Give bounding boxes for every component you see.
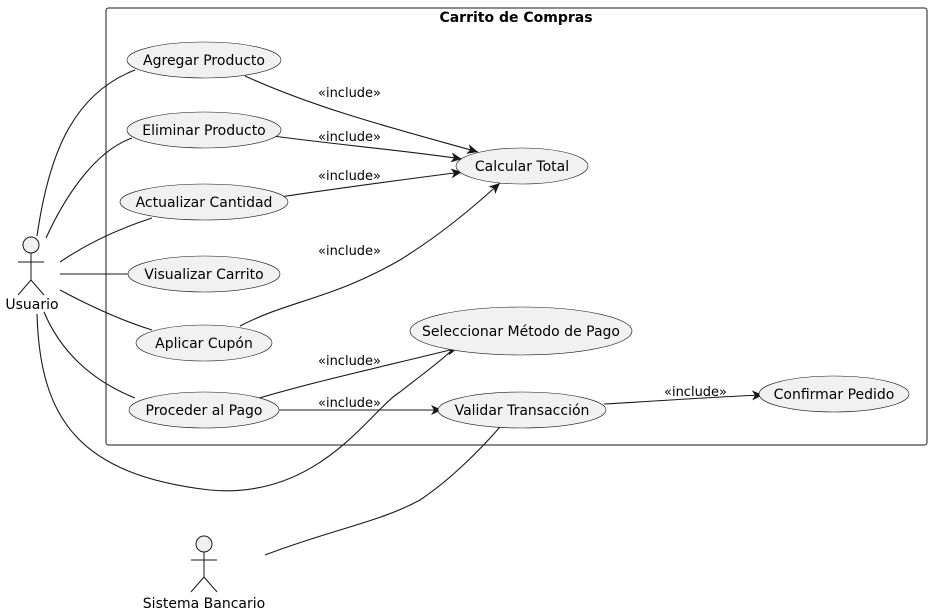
use-case-label: Proceder al Pago — [146, 403, 263, 419]
actor-label: Usuario — [5, 297, 58, 313]
actor-label: Sistema Bancario — [143, 596, 265, 612]
assoc-banco-validar — [264, 426, 501, 556]
use-case-label: Aplicar Cupón — [155, 336, 253, 352]
assoc-usuario-eliminar — [45, 137, 133, 239]
assoc-usuario-proceder — [43, 311, 136, 399]
assoc-usuario-actualizar — [59, 217, 153, 263]
use-case-seleccionar-metodo-de-pago[interactable]: Seleccionar Método de Pago — [409, 306, 633, 356]
use-case-visualizar-carrito[interactable]: Visualizar Carrito — [127, 255, 281, 293]
system-boundary — [105, 7, 928, 446]
use-case-label: Validar Transacción — [455, 403, 590, 419]
include-validar-confirmar — [603, 390, 764, 405]
assoc-usuario-seleccionar — [36, 313, 453, 492]
include-label-confirmar: «include» — [664, 385, 727, 400]
use-case-confirmar-pedido[interactable]: Confirmar Pedido — [758, 375, 910, 413]
use-case-aplicar-cupon[interactable]: Aplicar Cupón — [135, 324, 273, 362]
system-title: Carrito de Compras — [439, 10, 592, 26]
include-cupon-calcular — [239, 182, 501, 327]
stick-figure-icon — [17, 236, 45, 296]
include-label-validar: «include» — [318, 396, 381, 411]
use-case-label: Calcular Total — [475, 159, 569, 175]
include-actualizar-calcular — [279, 168, 463, 198]
use-case-actualizar-cantidad[interactable]: Actualizar Cantidad — [119, 183, 289, 221]
include-label-agregar: «include» — [318, 86, 381, 101]
use-case-label: Eliminar Producto — [142, 123, 266, 139]
include-label-seleccionar: «include» — [318, 354, 381, 369]
actor-sistema-bancario[interactable]: Sistema Bancario — [143, 535, 265, 612]
use-case-eliminar-producto[interactable]: Eliminar Producto — [126, 111, 282, 149]
use-case-label: Agregar Producto — [143, 53, 265, 69]
use-case-label: Visualizar Carrito — [144, 267, 263, 283]
use-case-label: Seleccionar Método de Pago — [422, 324, 620, 340]
include-agregar-calcular — [244, 75, 479, 154]
include-label-actualizar: «include» — [318, 169, 381, 184]
use-case-proceder-al-pago[interactable]: Proceder al Pago — [128, 391, 280, 429]
stick-figure-icon — [190, 535, 218, 593]
use-case-validar-transaccion[interactable]: Validar Transacción — [437, 391, 607, 429]
use-case-label: Confirmar Pedido — [774, 387, 895, 403]
include-eliminar-calcular — [272, 135, 463, 163]
include-proceder-seleccionar — [255, 345, 459, 400]
assoc-usuario-agregar — [36, 69, 136, 237]
include-label-eliminar: «include» — [318, 130, 381, 145]
use-case-agregar-producto[interactable]: Agregar Producto — [126, 41, 282, 79]
use-case-calcular-total[interactable]: Calcular Total — [455, 147, 589, 185]
include-label-cupon: «include» — [318, 244, 381, 259]
actor-usuario[interactable]: Usuario — [5, 236, 59, 313]
use-case-label: Actualizar Cantidad — [136, 195, 273, 211]
assoc-usuario-cupon — [59, 289, 153, 331]
